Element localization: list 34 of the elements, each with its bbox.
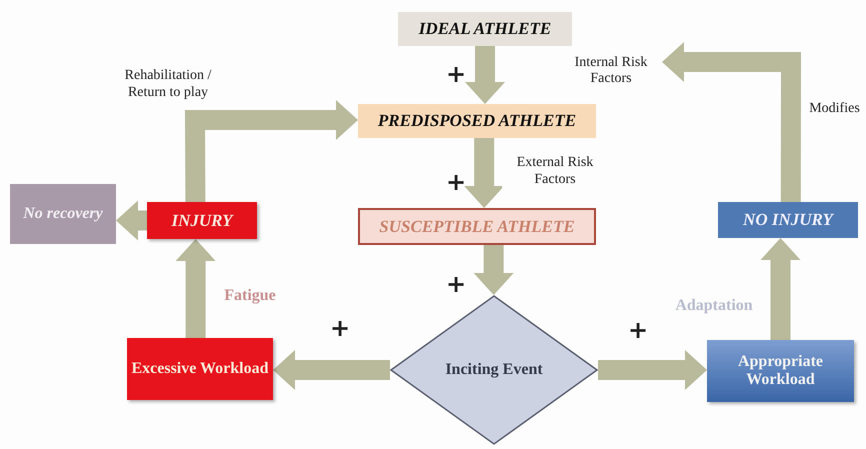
node-label: Appropriate Workload bbox=[736, 352, 824, 390]
block-arrow bbox=[474, 245, 514, 295]
plus-sign: + bbox=[628, 318, 648, 342]
block-arrow bbox=[184, 100, 358, 202]
node-label: NO INJURY bbox=[743, 210, 833, 230]
process-box bbox=[127, 338, 273, 400]
process-box bbox=[707, 340, 854, 402]
node-label: No recovery bbox=[23, 204, 103, 224]
plus-sign: + bbox=[446, 170, 466, 194]
node-label: Excessive Workload bbox=[131, 360, 269, 378]
process-box bbox=[147, 202, 257, 239]
node-label: IDEAL ATHLETE bbox=[418, 19, 552, 39]
plus-sign: + bbox=[446, 272, 466, 296]
block-arrow bbox=[760, 238, 800, 340]
block-arrow bbox=[116, 200, 147, 240]
block-arrow bbox=[464, 138, 504, 208]
block-arrow bbox=[598, 350, 707, 390]
process-box bbox=[10, 184, 116, 244]
decision-diamond bbox=[390, 295, 598, 445]
process-box bbox=[718, 202, 858, 238]
block-arrow bbox=[662, 42, 802, 202]
block-arrow bbox=[465, 46, 505, 104]
node-label: INJURY bbox=[171, 210, 233, 230]
process-box bbox=[358, 208, 596, 245]
plus-sign: + bbox=[330, 316, 350, 340]
node-label: PREDISPOSED ATHLETE bbox=[378, 111, 576, 131]
block-arrow bbox=[273, 350, 390, 390]
node-label: Inciting Event bbox=[445, 360, 543, 380]
process-box bbox=[358, 104, 596, 138]
process-box bbox=[398, 12, 572, 46]
node-label: SUSCEPTIBLE ATHLETE bbox=[379, 216, 575, 236]
block-arrow bbox=[176, 239, 216, 338]
plus-sign: + bbox=[446, 62, 466, 86]
node-label: Internal Risk Factors bbox=[574, 54, 648, 88]
